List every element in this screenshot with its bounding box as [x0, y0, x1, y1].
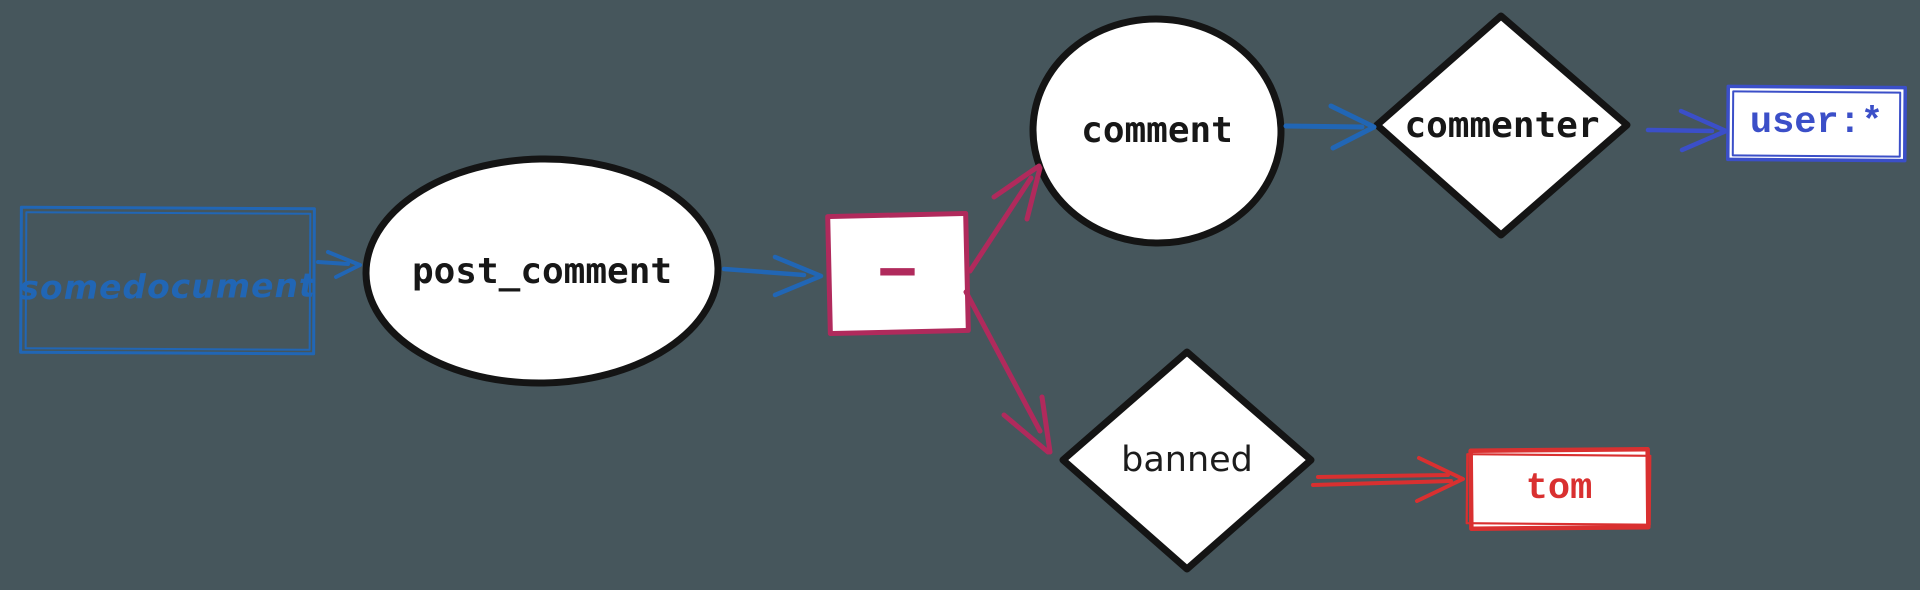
node-somedocument-shape [19, 205, 316, 356]
node-tom-shape [1465, 446, 1652, 532]
edge-difference-banned [963, 289, 1053, 455]
edge-somedocument-post-comment [316, 250, 362, 279]
edge-comment-commenter [1283, 103, 1377, 151]
node-commenter-shape [1373, 12, 1631, 239]
edge-post-comment-difference [721, 254, 824, 298]
edge-difference-comment [967, 163, 1043, 274]
node-comment-shape [1029, 15, 1285, 247]
edge-commenter-user-wildcard [1645, 108, 1729, 153]
node-user-wildcard-shape [1725, 84, 1907, 163]
node-post-comment-shape [362, 155, 722, 387]
node-banned-shape [1059, 348, 1315, 573]
node-difference-shape [825, 210, 971, 337]
edge-banned-tom [1311, 456, 1465, 503]
